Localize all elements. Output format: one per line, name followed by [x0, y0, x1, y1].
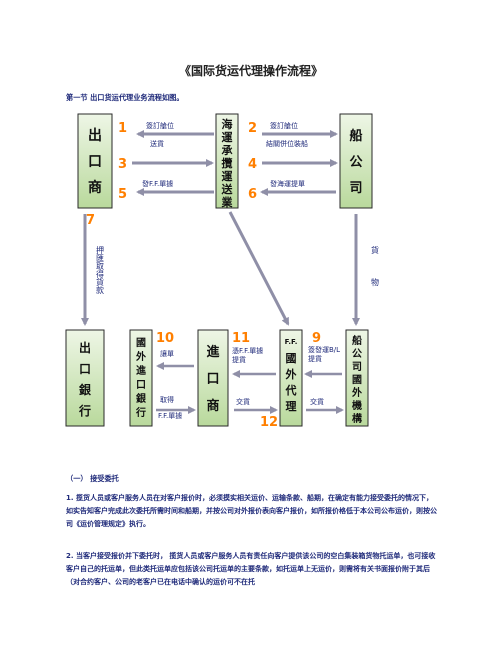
box-exporter-text: 出口商: [88, 127, 102, 196]
step-number-7: 7: [86, 213, 95, 228]
section-heading: 第一节 出口货运代理业务流程如图。: [66, 93, 184, 102]
paragraph-1: 1. 揽货人员或客户服务人员在对客户报价时，必须摸实相关运价、运输条款、船期，在…: [66, 494, 437, 528]
label-9b: 提貨: [308, 354, 322, 363]
box-carrier-text: 海運承攬運送業: [221, 117, 234, 209]
label-10: 讓單: [160, 349, 174, 358]
box-foreign-ship-agency-text: 船公司國外機構: [351, 334, 362, 425]
arrow-diagonal: [228, 211, 290, 326]
label-draw2: F.F.單據: [158, 411, 182, 420]
box-foreign-agent-text: F.F.: [285, 338, 298, 346]
step-number-1: 1: [118, 121, 127, 136]
label-7-vertical: 押匯取得貨款: [96, 245, 105, 295]
label-8-goods: 貨物: [371, 245, 380, 310]
label-5: 發F.F.單據: [142, 179, 173, 188]
label-draw: 取得: [160, 395, 174, 404]
box-foreign-ship-agency: [345, 329, 369, 427]
step-number-12: 12: [260, 415, 278, 430]
label-6: 發海運提單: [270, 179, 305, 188]
box-importer-text: 進口商: [206, 344, 219, 414]
step-number-6: 6: [248, 187, 257, 202]
label-2: 簽訂艙位: [270, 121, 298, 130]
box-foreign-agent: [279, 329, 303, 427]
box-carrier: [215, 113, 239, 209]
box-exporter: [77, 113, 113, 209]
label-3: 送貨: [150, 139, 164, 148]
label-11b: 提貨: [232, 355, 246, 364]
step-number-3: 3: [118, 157, 127, 172]
label-9a: 簽發運B/L: [308, 345, 340, 354]
step-number-11: 11: [232, 331, 250, 346]
paragraph-2: 2. 当客户接受报价并下委托时， 揽货人员或客户服务人员有责任向客户提供该公司的…: [66, 552, 436, 586]
box-shipping-company: [339, 113, 373, 209]
box-export-bank-text: 出口銀行: [78, 340, 91, 418]
label-deliver-1: 交貨: [236, 397, 250, 406]
step-number-2: 2: [248, 121, 257, 136]
box-shipping-company-text: 船公司: [349, 128, 362, 196]
step-number-5: 5: [118, 187, 127, 202]
step-number-10: 10: [156, 331, 174, 346]
step-number-8: 8: [362, 213, 371, 228]
label-11a: 憑F.F.單據: [232, 346, 263, 355]
box-foreign-import-bank: [129, 329, 153, 427]
box-foreign-agent-text2: 國外代理: [285, 352, 297, 413]
step-number-4: 4: [248, 157, 257, 172]
label-deliver-2: 交貨: [310, 397, 324, 406]
box-export-bank: [65, 329, 105, 427]
document-title: 《国际货运代理操作流程》: [178, 64, 323, 78]
label-4: 結關併位裝船: [266, 139, 308, 148]
subsection-heading: （一） 接受委托: [66, 474, 119, 483]
box-foreign-import-bank-text: 國外進口銀行: [135, 337, 147, 419]
box-importer: [197, 329, 229, 427]
step-number-9: 9: [312, 331, 321, 346]
label-1: 簽訂艙位: [146, 121, 174, 130]
